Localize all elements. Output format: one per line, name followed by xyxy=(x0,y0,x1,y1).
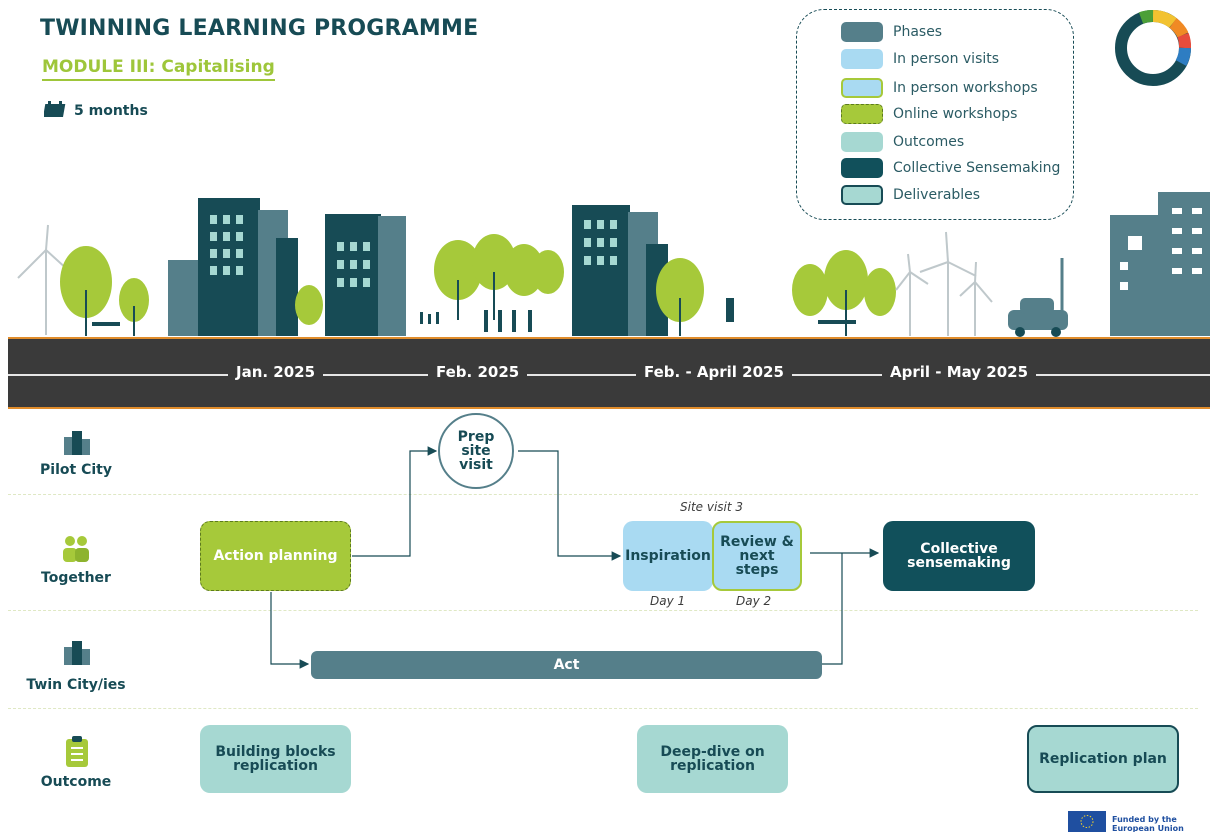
legend-label: In person visits xyxy=(893,51,1000,67)
legend-swatch xyxy=(841,78,883,98)
inspiration-box: Inspiration xyxy=(623,521,713,591)
duration: 5 months xyxy=(43,100,148,122)
deep-dive-outcome: Deep-dive on replication xyxy=(637,725,788,793)
timeline-label: April - May 2025 xyxy=(882,363,1037,381)
day-one-label: Day 1 xyxy=(650,594,686,608)
timeline-label: Jan. 2025 xyxy=(228,363,324,381)
ring-logo xyxy=(1113,8,1193,92)
building-blocks-outcome: Building blocks replication xyxy=(200,725,351,793)
row-label-pilot-city: Pilot City xyxy=(40,462,112,478)
city-icon xyxy=(62,427,92,461)
legend-label: Online workshops xyxy=(893,106,1018,122)
site-visit-label: Site visit 3 xyxy=(680,500,744,514)
legend-item-outcomes: Outcomes xyxy=(841,132,964,152)
checklist-icon xyxy=(64,736,90,772)
city-skyline-illustration xyxy=(17,192,1210,337)
collective-sensemaking-box: Collective sensemaking xyxy=(883,521,1035,591)
timeline-label: Feb. 2025 xyxy=(428,363,528,381)
legend-label: In person workshops xyxy=(893,80,1038,96)
eu-funding-badge: Funded by the European Union xyxy=(1068,811,1204,832)
legend-swatch xyxy=(841,22,883,42)
eu-flag-icon xyxy=(1068,811,1106,832)
row-label-outcome: Outcome xyxy=(40,774,112,790)
page-title: TWINNING LEARNING PROGRAMME xyxy=(40,16,479,41)
legend-label: Outcomes xyxy=(893,134,965,150)
legend-label: Collective Sensemaking xyxy=(893,160,1061,176)
row-label-twin-city: Twin City/ies xyxy=(26,677,126,693)
duration-label: 5 months xyxy=(74,103,148,119)
prep-site-visit-circle: Prep site visit xyxy=(438,413,514,489)
city-icon xyxy=(62,637,92,671)
legend-swatch xyxy=(841,104,883,124)
row-divider xyxy=(8,494,1198,495)
legend-item-deliverables: Deliverables xyxy=(841,185,980,205)
act-phase-bar: Act xyxy=(311,651,822,679)
legend: Phases In person visits In person worksh… xyxy=(796,9,1074,220)
day-two-label: Day 2 xyxy=(736,594,772,608)
module-subtitle: MODULE III: Capitalising xyxy=(42,57,275,81)
legend-item-online-workshops: Online workshops xyxy=(841,104,1017,124)
legend-swatch xyxy=(841,158,883,178)
legend-swatch xyxy=(841,49,883,69)
legend-label: Deliverables xyxy=(893,187,981,203)
review-next-steps-box: Review & next steps xyxy=(712,521,802,591)
people-icon xyxy=(60,532,92,568)
legend-swatch xyxy=(841,132,883,152)
action-planning-box: Action planning xyxy=(200,521,351,591)
legend-swatch xyxy=(841,185,883,205)
calendar-icon xyxy=(43,100,68,122)
road-line xyxy=(8,374,1210,376)
row-label-together: Together xyxy=(41,570,111,586)
funded-by-label: Funded by the European Union xyxy=(1112,814,1184,832)
legend-item-phases: Phases xyxy=(841,22,942,42)
legend-item-collective-sensemaking: Collective Sensemaking xyxy=(841,158,1060,178)
row-divider xyxy=(8,610,1198,611)
timeline-label: Feb. - April 2025 xyxy=(636,363,792,381)
row-divider xyxy=(8,708,1198,709)
replication-plan-deliverable: Replication plan xyxy=(1027,725,1179,793)
legend-item-in-person-workshops: In person workshops xyxy=(841,78,1038,98)
legend-item-in-person-visits: In person visits xyxy=(841,49,999,69)
legend-label: Phases xyxy=(893,24,943,40)
timeline-road: Jan. 2025 Feb. 2025 Feb. - April 2025 Ap… xyxy=(8,337,1210,409)
